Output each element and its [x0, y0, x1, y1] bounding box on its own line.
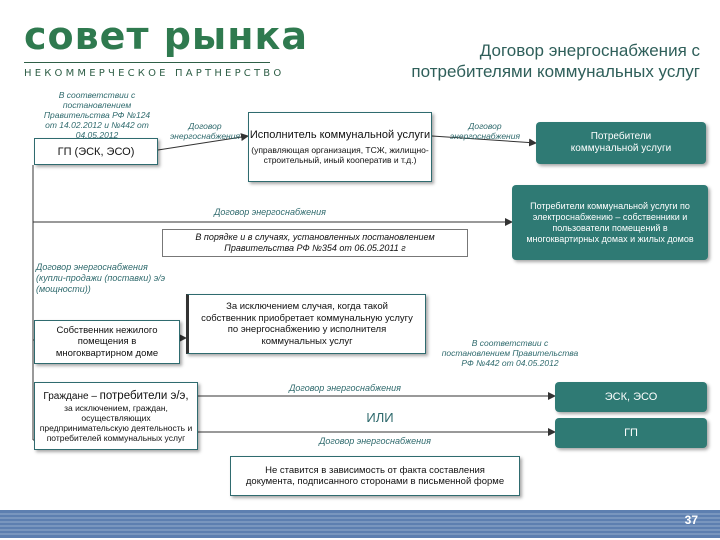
executor-subtitle: (управляющая организация, ТСЖ, жилищно-с… [251, 145, 429, 165]
contract-label-bottom-1: Договор энергоснабжения [289, 383, 401, 393]
citizens-highlight: потребители э/э, [99, 389, 189, 402]
contract-label-middle: Договор энергоснабжения [214, 207, 326, 217]
contract-label-right-line-2: энергоснабжения [450, 131, 520, 141]
executor-title: Исполнитель коммунальной услуги [249, 129, 431, 141]
owner-box: Собственник нежилого помещения в многокв… [34, 320, 180, 364]
citizens-heading: Граждане – потребители э/э, [43, 390, 188, 403]
executor-box: Исполнитель коммунальной услуги (управля… [248, 112, 432, 182]
contract-label-left-line-1: Договор [188, 121, 222, 131]
contract-sale-note: Договор энергоснабжения (купли-продажи (… [36, 262, 166, 294]
arrow-gp-to-executor [157, 133, 249, 151]
note-resolution-124: В соответствии с постановлением Правител… [38, 90, 156, 140]
citizens-rest: за исключением, граждан, осуществляющих … [39, 402, 193, 443]
footer-bar [0, 508, 720, 540]
page-title-line-2: потребителями коммунальных услуг [411, 62, 700, 81]
gp-box: ГП (ЭСК, ЭСО) [34, 138, 158, 165]
dependency-box: Не ставится в зависимость от факта соста… [230, 456, 520, 496]
contract-label-left: Договор энергоснабжения [160, 121, 250, 141]
contract-label-bottom-2: Договор энергоснабжения [319, 436, 431, 446]
citizens-box: Граждане – потребители э/э, за исключени… [34, 382, 198, 450]
or-label: ИЛИ [366, 410, 394, 425]
logo: совет рынка [24, 14, 308, 58]
page-title: Договор энергоснабжения с потребителями … [300, 40, 700, 82]
page-number: 37 [684, 513, 698, 527]
contract-label-left-line-2: энергоснабжения [170, 131, 240, 141]
logo-divider [24, 62, 270, 63]
citizens-prefix: Граждане – [43, 390, 97, 402]
contract-label-right: Договор энергоснабжения [440, 121, 530, 141]
consumers-box: Потребители коммунальной услуги [536, 122, 706, 164]
note-resolution-442: В соответствии с постановлением Правител… [441, 338, 579, 368]
esk-box: ЭСК, ЭСО [555, 382, 707, 412]
order-note-box: В порядке и в случаях, установленных пос… [162, 229, 468, 257]
exception-box: За исключением случая, когда такой собст… [186, 294, 426, 354]
gp-bottom-box: ГП [555, 418, 707, 448]
contract-label-right-line-1: Договор [468, 121, 502, 131]
arrow-executor-to-consumers [431, 135, 537, 147]
logo-subtitle: НЕКОММЕРЧЕСКОЕ ПАРТНЕРСТВО [24, 68, 285, 79]
consumers-electricity-box: Потребители коммунальной услуги по элект… [512, 185, 708, 260]
page-title-line-1: Договор энергоснабжения с [479, 41, 700, 60]
